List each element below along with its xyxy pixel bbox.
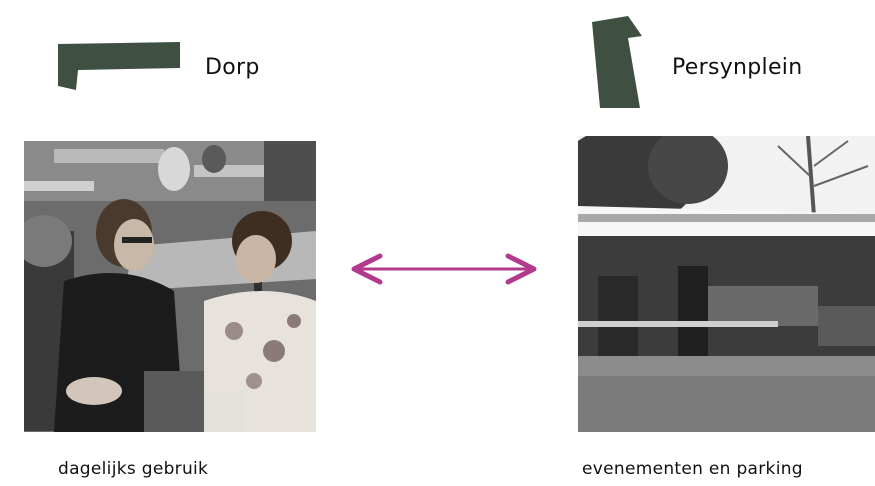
double-arrow-icon [351,253,537,285]
right-caption: evenementen en parking [582,459,803,479]
terrace-photo [24,141,316,432]
right-label: Persynplein [672,55,803,80]
left-caption: dagelijks gebruik [58,459,209,479]
square-shape-icon [592,16,642,108]
l-shape-icon [58,42,180,90]
left-label: Dorp [205,55,260,80]
market-photo [578,136,875,432]
